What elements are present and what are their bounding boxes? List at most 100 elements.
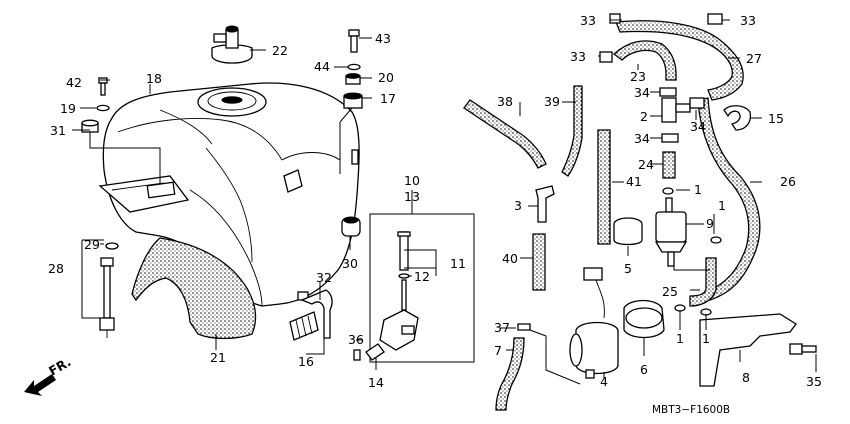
- clip-33-a: [609, 13, 621, 24]
- callout-13: 13: [404, 189, 420, 204]
- callout-6: 6: [640, 362, 648, 377]
- hose-clamp-15: [723, 105, 752, 131]
- clamp-32: [300, 289, 333, 339]
- callout-27: 27: [746, 51, 762, 66]
- hose-38: [463, 99, 547, 169]
- front-direction-arrow: [24, 374, 56, 396]
- fuel-filler-cap: [211, 25, 253, 64]
- callout-32: 32: [316, 270, 332, 285]
- bolt-43: [348, 29, 360, 53]
- leader-lines: [72, 19, 817, 385]
- washer-19: [96, 104, 110, 112]
- callout-39: 39: [544, 94, 560, 109]
- hose-27: [615, 20, 744, 101]
- bolt-35: [789, 343, 817, 355]
- clip-1-b: [710, 236, 722, 244]
- callout-1-d: 1: [702, 331, 710, 346]
- clip-33-b: [707, 13, 723, 25]
- hose-39: [561, 85, 583, 177]
- callout-40: 40: [502, 251, 518, 266]
- callout-31: 31: [50, 123, 66, 138]
- callout-14: 14: [368, 375, 384, 390]
- three-way-joint-2: [661, 97, 691, 123]
- callout-15: 15: [768, 111, 784, 126]
- joint-3: [535, 185, 555, 223]
- callout-41: 41: [626, 174, 642, 189]
- clip-1-a: [662, 187, 674, 195]
- callout-34-b: 34: [634, 131, 650, 146]
- callout-1-c: 1: [676, 331, 684, 346]
- callout-2: 2: [640, 109, 648, 124]
- hose-7: [495, 337, 525, 411]
- grommet-31: [81, 119, 99, 133]
- callout-23: 23: [630, 69, 646, 84]
- callout-38: 38: [497, 94, 513, 109]
- callout-36: 36: [348, 332, 364, 347]
- fuel-pump-4: [569, 267, 619, 379]
- mount-rubber-17: [343, 92, 363, 109]
- callout-8: 8: [742, 370, 750, 385]
- tank-rubber-pad: [131, 237, 257, 340]
- callout-33-a: 33: [580, 13, 596, 28]
- washer-44: [347, 63, 361, 71]
- collar-20: [345, 73, 361, 85]
- fuel-tank: [98, 82, 360, 307]
- fuel-pump-relay-6: [623, 299, 665, 339]
- callout-1-b: 1: [718, 198, 726, 213]
- callout-12: 12: [414, 269, 430, 284]
- fuel-filter-9: [654, 197, 688, 267]
- callout-18: 18: [146, 71, 162, 86]
- filter-band-5: [613, 217, 643, 246]
- callout-26: 26: [780, 174, 796, 189]
- callout-19: 19: [60, 101, 76, 116]
- callout-7: 7: [494, 343, 502, 358]
- clip-37: [517, 323, 531, 331]
- fuel-strainer-14: [365, 343, 385, 361]
- direction-label: FR.: [46, 354, 74, 379]
- callout-33-c: 33: [570, 49, 586, 64]
- hose-40: [532, 233, 546, 291]
- callout-1-a: 1: [694, 182, 702, 197]
- callout-5: 5: [624, 261, 632, 276]
- callout-34-a: 34: [634, 85, 650, 100]
- fuel-valve-assembly: [369, 213, 475, 363]
- callout-34-c: 34: [690, 119, 706, 134]
- washer-29: [105, 242, 119, 250]
- bracket-8: [699, 313, 797, 387]
- diagram-code: MBT3−F1600B: [652, 404, 730, 416]
- callout-22: 22: [272, 43, 288, 58]
- hose-23: [612, 40, 677, 81]
- callout-29: 29: [84, 237, 100, 252]
- callout-9: 9: [706, 216, 714, 231]
- callout-43: 43: [375, 31, 391, 46]
- callout-3: 3: [514, 198, 522, 213]
- callout-35: 35: [806, 374, 822, 389]
- callout-16: 16: [298, 354, 314, 369]
- callout-21: 21: [210, 350, 226, 365]
- callout-11: 11: [450, 256, 466, 271]
- callout-44: 44: [314, 59, 330, 74]
- clip-33-c: [599, 51, 613, 63]
- callout-24: 24: [638, 157, 654, 172]
- bolt-42: [98, 77, 108, 96]
- callout-17: 17: [380, 91, 396, 106]
- callout-28: 28: [48, 261, 64, 276]
- callout-labels: 22 43 44 20 17 18 42 19 31 29 28 21 30 3…: [46, 13, 822, 416]
- callout-4: 4: [600, 374, 608, 389]
- hose-24: [662, 151, 676, 179]
- screw-36: [353, 349, 361, 361]
- hose-41: [597, 129, 611, 245]
- callout-25: 25: [662, 284, 678, 299]
- callout-30: 30: [342, 256, 358, 271]
- callout-37: 37: [494, 320, 510, 335]
- callout-42: 42: [66, 75, 82, 90]
- callout-33-b: 33: [740, 13, 756, 28]
- rubber-cushion-30: [341, 216, 361, 237]
- callout-20: 20: [378, 70, 394, 85]
- clip-34-a: [659, 87, 677, 97]
- fuel-level-sensor-28: [99, 257, 115, 338]
- clip-34-b: [661, 133, 679, 143]
- clip-34-c: [689, 97, 705, 109]
- callout-10: 10: [404, 173, 420, 188]
